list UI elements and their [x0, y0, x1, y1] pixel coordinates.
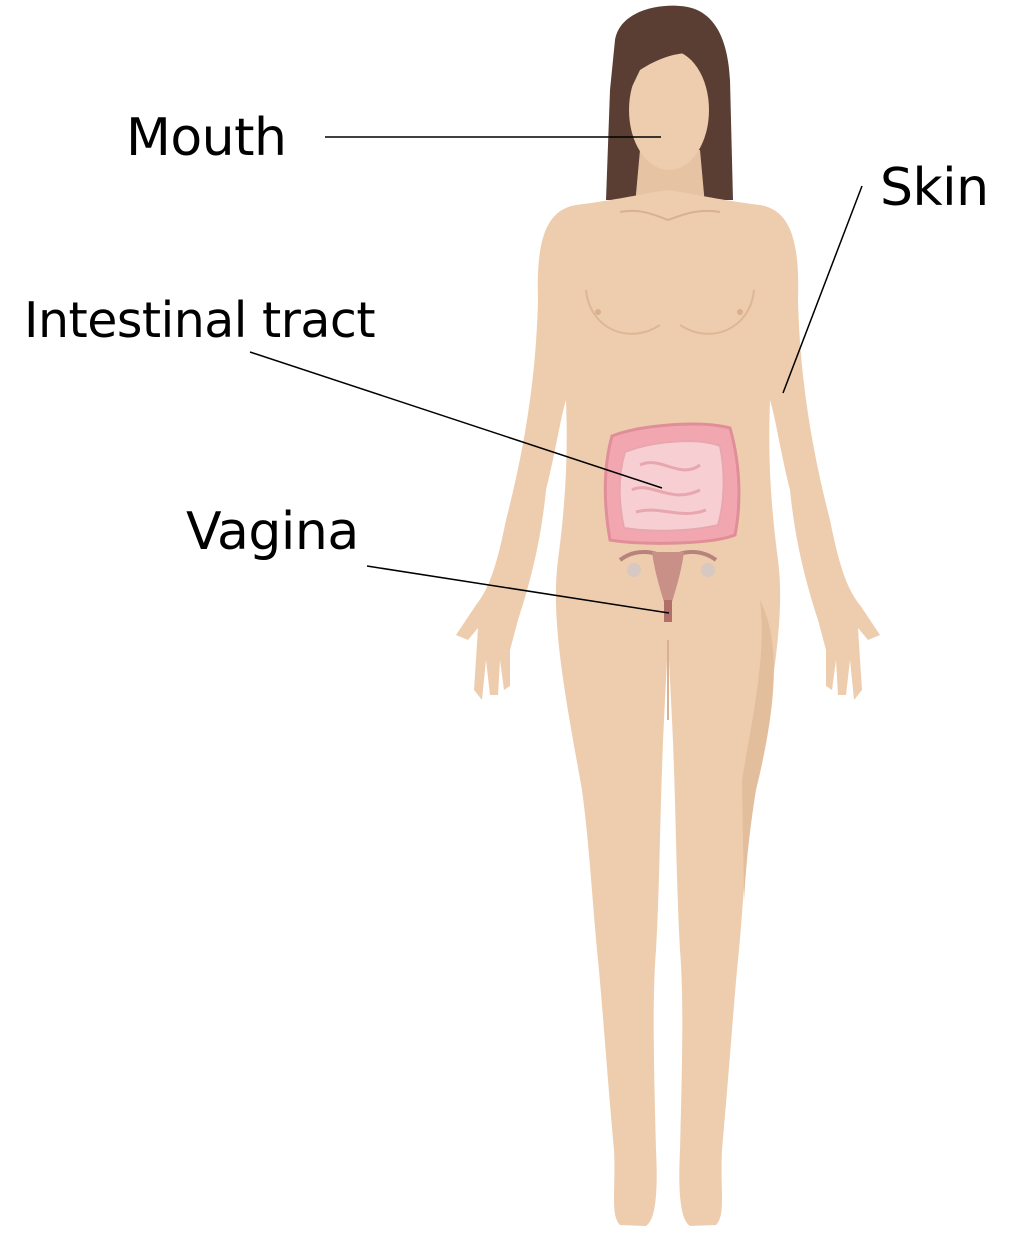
- label-skin: Skin: [880, 162, 989, 214]
- label-vagina: Vagina: [186, 506, 359, 558]
- nipple-right: [737, 309, 743, 315]
- label-mouth: Mouth: [126, 112, 286, 164]
- intestines-icon: [605, 424, 739, 543]
- nipple-left: [595, 309, 601, 315]
- label-intestinal-tract: Intestinal tract: [24, 296, 375, 345]
